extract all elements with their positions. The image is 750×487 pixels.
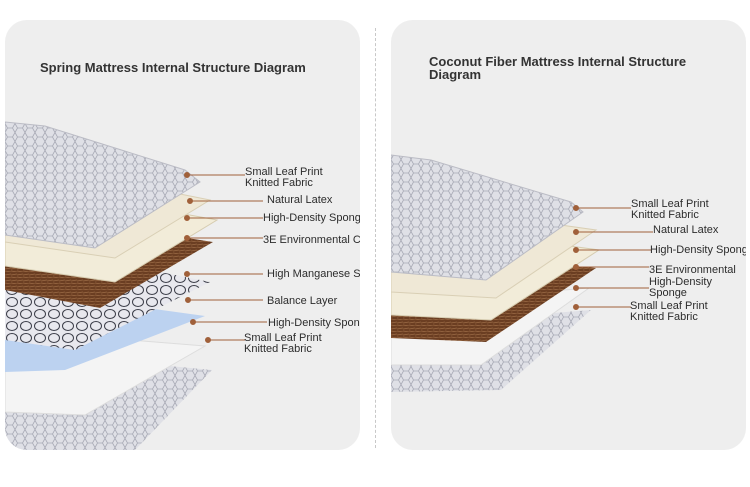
label-sponge: High-Density Sponge bbox=[263, 212, 360, 224]
label-natural-latex: Natural Latex bbox=[653, 224, 719, 236]
label-steel-spring: High Manganese Steel Spring bbox=[267, 268, 360, 280]
coconut-mattress-panel: Coconut Fiber Mattress Internal Structur… bbox=[391, 20, 746, 450]
label-sponge: High-Density Spong bbox=[650, 244, 746, 256]
top-fabric-layer bbox=[5, 121, 201, 249]
label-coconut-fiber: 3E Environmental Coconut Fiber bbox=[263, 234, 360, 246]
top-fabric-layer bbox=[391, 154, 584, 281]
label-bottom-sponge: High-Density Sponge bbox=[268, 317, 360, 329]
label-natural-latex: Natural Latex bbox=[267, 194, 333, 206]
panel-divider bbox=[375, 28, 376, 448]
panel-title: Spring Mattress Internal Structure Diagr… bbox=[40, 60, 306, 75]
spring-mattress-panel: Spring Mattress Internal Structure Diagr… bbox=[5, 20, 360, 450]
spring-mattress-diagram bbox=[5, 121, 267, 450]
panel-title: Coconut Fiber Mattress Internal Structur… bbox=[429, 54, 687, 82]
label-coconut-fiber: 3E Environmental bbox=[649, 264, 736, 276]
label-balance-layer: Balance Layer bbox=[267, 295, 338, 307]
coconut-mattress-diagram bbox=[391, 154, 653, 392]
